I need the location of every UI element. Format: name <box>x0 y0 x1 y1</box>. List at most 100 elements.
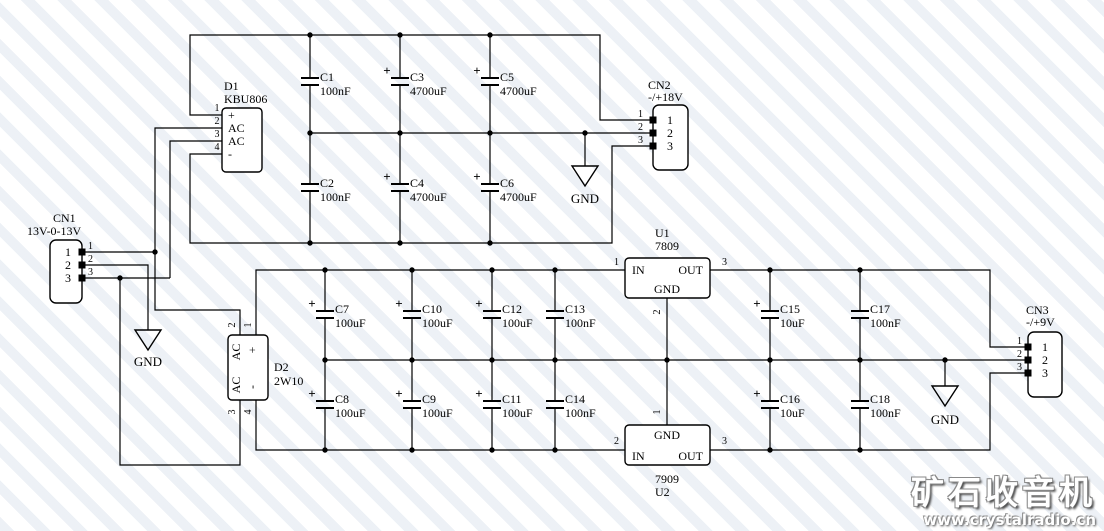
cn1-pad1 <box>78 248 86 256</box>
u1-ref-label: U1 <box>655 226 670 240</box>
c10-polarity-plus: + <box>395 296 402 311</box>
c8-polarity-plus: + <box>308 386 315 401</box>
watermark-url: www.crystalradio.cn <box>923 511 1096 529</box>
component-d2: D2 2W10 2 1 3 4 AC + AC - <box>227 323 303 415</box>
capacitor-labels: C1 100nF C2 100nF + C3 4700uF + C4 4700u… <box>308 63 901 420</box>
cn3-pin2-inner: 2 <box>1042 353 1048 367</box>
c1-value-label: 100nF <box>320 84 351 98</box>
component-d1: D1 KBU806 1 2 3 4 + AC AC - <box>215 79 267 173</box>
c16-polarity-plus: + <box>753 386 760 401</box>
u2-pin-gnd-number: 1 <box>652 410 663 415</box>
component-cn3: CN3 -/+9V 1 2 3 1 2 3 <box>1017 303 1063 398</box>
c9-polarity-plus: + <box>395 386 402 401</box>
u1-value-label: 7809 <box>655 239 679 253</box>
c3-value-label: 4700uF <box>410 84 447 98</box>
c9-value-label: 100uF <box>422 406 453 420</box>
d2-pin1-number: 1 <box>243 323 254 328</box>
c10-value-label: 100uF <box>422 316 453 330</box>
c16-ref-label: C16 <box>780 392 800 406</box>
c11-value-label: 100uF <box>502 406 533 420</box>
cn2-pin2-number: 2 <box>638 122 643 133</box>
d1-terminal-minus: - <box>228 147 232 161</box>
c13-ref-label: C13 <box>565 302 585 316</box>
cn2-pin1-inner: 1 <box>667 113 673 127</box>
d2-terminal-ac1: AC <box>229 344 243 361</box>
u2-value-label: 7909 <box>655 472 679 486</box>
c15-ref-label: C15 <box>780 302 800 316</box>
watermark: 矿石收音机 www.crystalradio.cn <box>911 475 1096 529</box>
d2-pin2-number: 2 <box>227 323 238 328</box>
c11-ref-label: C11 <box>502 392 522 406</box>
cn3-pad1 <box>1024 343 1032 351</box>
u1-in-label: IN <box>632 263 645 277</box>
c4-value-label: 4700uF <box>410 190 447 204</box>
c3-polarity-plus: + <box>383 63 390 78</box>
cn2-ref-label: CN2 <box>648 78 671 92</box>
c3-ref-label: C3 <box>410 70 424 84</box>
cn1-pin1-number: 1 <box>88 241 93 252</box>
cn1-ref-label: CN1 <box>53 211 76 225</box>
c9-ref-label: C9 <box>422 392 436 406</box>
cn1-pad2 <box>78 261 86 269</box>
c16-value-label: 10uF <box>780 406 805 420</box>
c6-polarity-plus: + <box>473 169 480 184</box>
d1-ref-label: D1 <box>224 79 239 93</box>
gnd-label-cn3: GND <box>931 412 959 427</box>
cn3-pad3 <box>1024 369 1032 377</box>
d1-terminal-ac2: AC <box>228 134 245 148</box>
cn3-pin3-inner: 3 <box>1042 366 1048 380</box>
cn1-pin2-inner: 2 <box>65 258 71 272</box>
cn3-pin1-inner: 1 <box>1042 340 1048 354</box>
u2-gnd-label: GND <box>654 428 680 442</box>
cn3-pin2-number: 2 <box>1017 349 1022 360</box>
c1-ref-label: C1 <box>320 70 334 84</box>
d2-pin3-number: 3 <box>227 410 238 415</box>
cn2-pin3-inner: 3 <box>667 139 673 153</box>
c17-ref-label: C17 <box>870 302 890 316</box>
c4-ref-label: C4 <box>410 176 424 190</box>
gnd-label-cn1: GND <box>134 354 162 369</box>
cn2-body <box>652 104 689 171</box>
cn1-pin3-inner: 3 <box>65 271 71 285</box>
c8-value-label: 100uF <box>335 406 366 420</box>
u1-pin-gnd-number: 2 <box>652 310 663 315</box>
cn2-pad1 <box>649 116 657 124</box>
component-cn2: CN2 -/+18V 1 2 3 1 2 3 <box>638 78 689 171</box>
cn2-pin2-inner: 2 <box>667 126 673 140</box>
cn3-pin1-number: 1 <box>1017 336 1022 347</box>
gnd-label-cn2: GND <box>571 191 599 206</box>
d1-pin4-number: 4 <box>215 142 220 153</box>
cn2-pin3-number: 3 <box>638 135 643 146</box>
u1-pin-out-number: 3 <box>722 257 727 268</box>
c7-value-label: 100uF <box>335 316 366 330</box>
c15-polarity-plus: + <box>753 296 760 311</box>
ground-symbols <box>133 165 960 408</box>
c6-ref-label: C6 <box>500 176 514 190</box>
cn1-pin2-number: 2 <box>88 254 93 265</box>
component-u2: 7909 U2 GND IN OUT 2 3 1 <box>614 410 727 500</box>
cn2-pin1-number: 1 <box>638 109 643 120</box>
u1-pin-in-number: 1 <box>614 257 619 268</box>
c12-polarity-plus: + <box>475 296 482 311</box>
c13-value-label: 100nF <box>565 316 596 330</box>
component-cn1: CN1 13V-0-13V 1 2 3 1 2 3 <box>27 211 93 304</box>
c14-ref-label: C14 <box>565 392 585 406</box>
d1-pin3-number: 3 <box>215 129 220 140</box>
d1-terminal-plus: + <box>228 108 235 122</box>
u1-body <box>624 257 711 299</box>
c5-value-label: 4700uF <box>500 84 537 98</box>
cn3-value-label: -/+9V <box>1026 315 1055 329</box>
d1-terminal-ac1: AC <box>228 121 245 135</box>
c5-polarity-plus: + <box>473 63 480 78</box>
c12-value-label: 100uF <box>502 316 533 330</box>
d2-value-label: 2W10 <box>274 374 303 388</box>
cn1-pin3-number: 3 <box>88 267 93 278</box>
u1-gnd-label: GND <box>654 282 680 296</box>
d2-terminal-ac2: AC <box>229 377 243 394</box>
u2-ref-label: U2 <box>655 485 670 499</box>
d1-pin2-number: 2 <box>215 116 220 127</box>
u2-pin-out-number: 3 <box>722 436 727 447</box>
u2-body <box>624 424 711 466</box>
